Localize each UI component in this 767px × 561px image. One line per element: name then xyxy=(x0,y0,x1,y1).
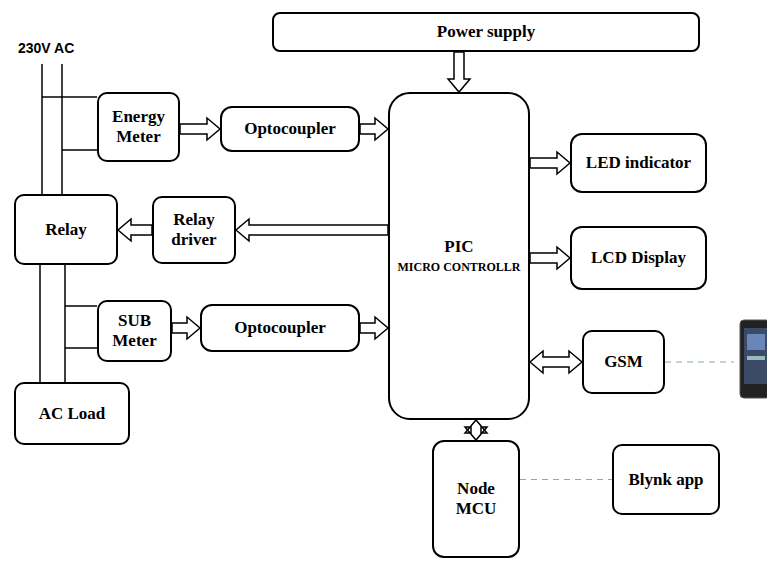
box-text: Power supply xyxy=(437,22,535,42)
output-box: LED indicator xyxy=(570,133,707,193)
box-text: Relay xyxy=(45,220,87,240)
power-box: Power supply xyxy=(272,12,700,52)
block-arrow xyxy=(530,247,570,269)
box-text: Node MCU xyxy=(439,479,513,518)
power-wire xyxy=(40,265,65,382)
block-arrow xyxy=(448,52,470,92)
module-box: GSM xyxy=(582,330,665,394)
box-text: MICRO CONTROLLR xyxy=(397,261,520,275)
phone-picture xyxy=(740,320,767,398)
block-arrow xyxy=(236,219,388,241)
box-text: PIC xyxy=(444,237,473,257)
submeter-wire xyxy=(65,347,97,349)
meter-box: SUB Meter xyxy=(97,300,172,362)
driver-box: Relay driver xyxy=(152,196,236,264)
box-text: GSM xyxy=(604,352,643,372)
controller-box: PIC MICRO CONTROLLR xyxy=(388,92,530,420)
block-arrow xyxy=(530,152,570,174)
box-text: Relay driver xyxy=(159,210,229,249)
box-text: Energy Meter xyxy=(104,107,173,146)
block-arrow xyxy=(172,317,200,339)
mains-wire xyxy=(61,64,63,194)
output-box: LCD Display xyxy=(570,226,707,290)
wireless-link xyxy=(520,479,612,480)
box-text: Blynk app xyxy=(628,470,703,490)
app-box: Blynk app xyxy=(612,444,720,515)
box-text: LCD Display xyxy=(591,248,686,268)
block-arrow xyxy=(360,317,388,339)
relay-box: Relay xyxy=(14,194,118,265)
block-arrow xyxy=(530,351,582,373)
isolator-box: Optocoupler xyxy=(200,304,360,352)
box-text: LED indicator xyxy=(586,153,691,173)
box-text: Optocoupler xyxy=(244,119,336,139)
submeter-wire xyxy=(65,305,97,307)
meter-wire xyxy=(62,149,97,151)
block-arrow xyxy=(465,420,487,440)
box-text: Optocoupler xyxy=(234,318,326,338)
block-arrow xyxy=(118,219,152,241)
box-text: SUB Meter xyxy=(104,311,165,350)
meter-box: Energy Meter xyxy=(97,92,180,162)
block-arrow xyxy=(360,118,388,140)
load-box: AC Load xyxy=(14,382,130,445)
module-box: Node MCU xyxy=(432,440,520,558)
voltage-label: 230V AC xyxy=(16,40,76,56)
isolator-box: Optocoupler xyxy=(220,106,360,152)
box-text: AC Load xyxy=(39,404,106,424)
wireless-link xyxy=(665,361,734,362)
meter-wire xyxy=(42,96,97,98)
block-arrow xyxy=(180,118,220,140)
mains-wire xyxy=(41,64,43,194)
